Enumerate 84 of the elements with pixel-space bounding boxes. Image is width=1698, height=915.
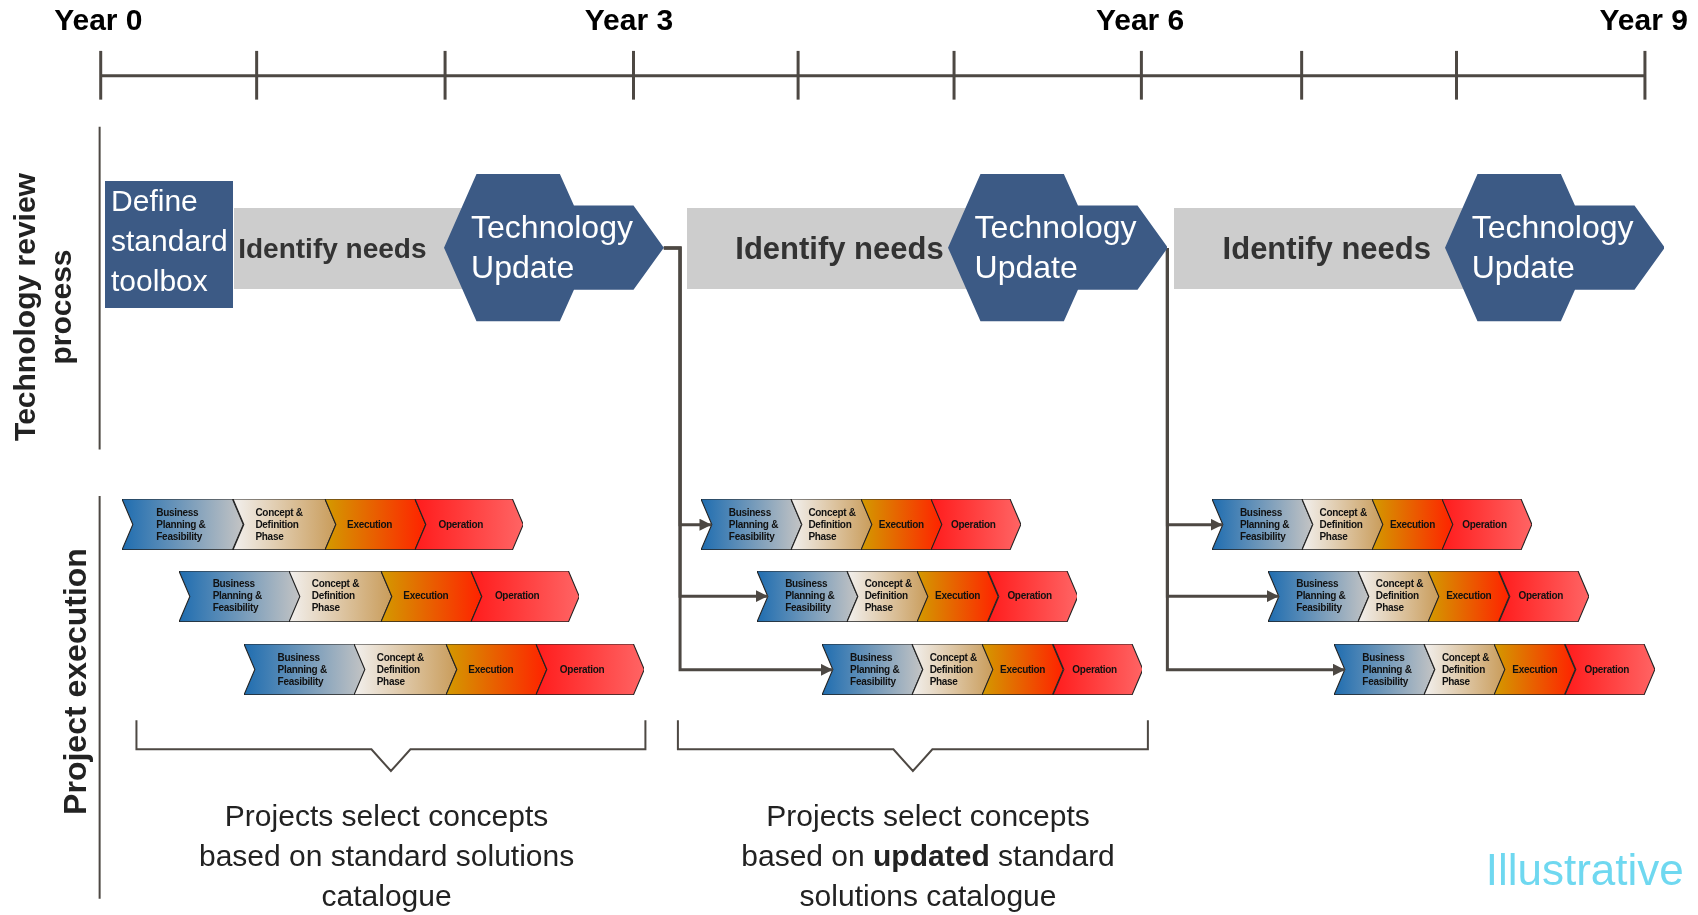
year-label: Year 9 — [1599, 3, 1689, 38]
phase-step — [536, 644, 645, 696]
year-label: Year 0 — [54, 3, 144, 38]
phase-step — [931, 499, 1022, 551]
phase-label: Execution — [347, 517, 394, 532]
phase-step — [1268, 570, 1369, 622]
phase-label: Concept & Definition Phase — [1319, 505, 1368, 544]
phase-label: Business Planning & Feasibility — [277, 650, 328, 689]
phase-step — [1442, 499, 1533, 551]
phase-label: Execution — [1000, 662, 1047, 677]
phase-step — [178, 570, 300, 622]
phase-step — [790, 499, 872, 551]
toolbox-box: Define standard toolbox — [105, 180, 233, 308]
phase-step — [289, 570, 392, 622]
phase-label: Execution — [403, 589, 450, 604]
phase-label: Operation — [1462, 517, 1508, 532]
phase-label: Concept & Definition Phase — [255, 505, 304, 544]
bracket-caption: Projects select concepts based on updated standard solutions catalogue — [740, 797, 1116, 914]
phase-label: Concept & Definition Phase — [376, 650, 426, 689]
phase-label: Execution — [1512, 662, 1559, 677]
phase-step — [414, 499, 524, 551]
phase-label: Execution — [935, 589, 982, 604]
year-label: Year 3 — [584, 3, 675, 38]
phase-step — [446, 644, 547, 696]
phase-label: Business Planning & Feasibility — [785, 577, 836, 616]
phase-step — [1494, 644, 1576, 696]
phase-step — [860, 499, 943, 551]
phase-label: Execution — [1446, 589, 1493, 604]
update-label: Technology Update — [1471, 207, 1635, 287]
phase-label: Execution — [1389, 517, 1436, 532]
phase-label: Operation — [494, 589, 541, 604]
phase-step — [917, 570, 999, 622]
phase-step — [381, 570, 482, 622]
update-label: Technology Update — [974, 207, 1138, 287]
phase-label: Business Planning & Feasibility — [212, 577, 263, 616]
phase-step — [243, 644, 365, 696]
phase-label: Operation — [1007, 589, 1053, 604]
phase-step — [1498, 570, 1589, 622]
arrow — [663, 246, 833, 676]
phase-label: Concept & Definition Phase — [311, 577, 361, 616]
phase-label: Business Planning & Feasibility — [728, 505, 780, 544]
phase-step — [987, 570, 1078, 622]
phase-label: Concept & Definition Phase — [808, 505, 857, 544]
phase-step — [1428, 570, 1510, 622]
phase-step — [1334, 644, 1435, 696]
phase-step — [1211, 499, 1313, 551]
phase-step — [821, 644, 923, 696]
phase-label: Concept & Definition Phase — [1375, 577, 1425, 616]
phase-label: Operation — [559, 662, 606, 677]
process-label: Identify needs — [238, 232, 427, 265]
phase-label: Concept & Definition Phase — [929, 650, 978, 689]
phase-label: Business Planning & Feasibility — [850, 650, 901, 689]
phase-label: Business Planning & Feasibility — [1296, 577, 1347, 616]
phase-step — [232, 499, 336, 551]
phase-label: Business Planning & Feasibility — [1362, 650, 1413, 689]
phase-label: Operation — [438, 517, 485, 532]
phase-step — [756, 570, 858, 622]
phase-label: Execution — [468, 662, 515, 677]
phase-step — [1372, 499, 1454, 551]
phase-step — [1301, 499, 1383, 551]
phase-label: Operation — [951, 517, 997, 532]
phase-label: Operation — [1584, 662, 1631, 677]
process-label: Identify needs — [735, 230, 944, 267]
update-label: Technology Update — [471, 207, 634, 287]
phase-label: Operation — [1518, 589, 1565, 604]
phase-step — [122, 499, 244, 551]
year-label: Year 6 — [1095, 3, 1186, 38]
phase-label: Business Planning & Feasibility — [156, 505, 207, 544]
phase-label: Execution — [878, 517, 925, 532]
phase-label: Operation — [1072, 662, 1118, 677]
illustrative-note: Illustrative — [1485, 844, 1685, 895]
phase-step — [324, 499, 426, 551]
phase-label: Concept & Definition Phase — [1441, 650, 1491, 689]
phase-label: Business Planning & Feasibility — [1239, 505, 1291, 544]
phase-label: Concept & Definition Phase — [864, 577, 913, 616]
row-heading: Project execution — [57, 546, 95, 817]
phase-step — [982, 644, 1064, 696]
bracket-caption: Projects select concepts based on standard solutions catalogue — [197, 797, 576, 914]
phase-step — [471, 570, 580, 622]
phase-step — [700, 499, 802, 551]
row-heading: Technology review process — [7, 171, 79, 443]
phase-step — [1052, 644, 1143, 696]
phase-step — [1564, 644, 1655, 696]
process-label: Identify needs — [1222, 230, 1431, 267]
